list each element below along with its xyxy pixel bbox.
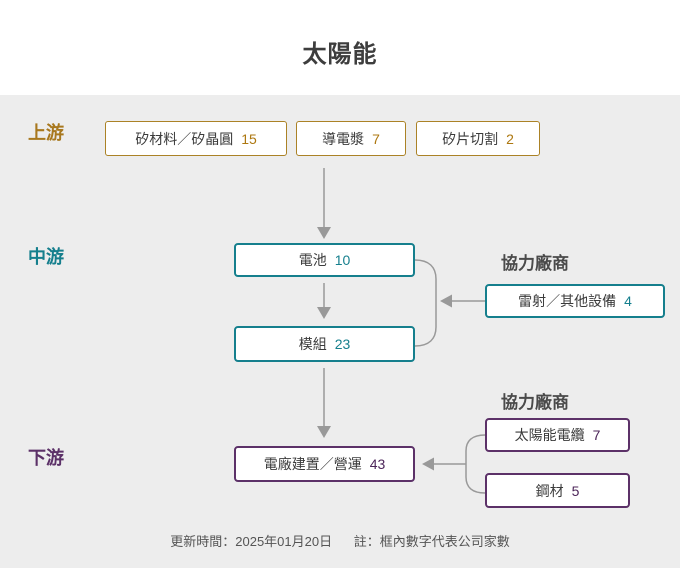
- node-solar-cable[interactable]: 太陽能電纜 7: [485, 418, 630, 452]
- node-label: 導電漿: [322, 130, 365, 147]
- company-count: 23: [334, 336, 351, 352]
- company-count: 5: [571, 482, 580, 499]
- section-label-midstream: 中游: [28, 247, 64, 267]
- node-wafer-slicing[interactable]: 矽片切割 2: [416, 121, 540, 156]
- node-label: 太陽能電纜: [514, 427, 585, 443]
- node-module[interactable]: 模組 23: [234, 326, 415, 362]
- node-silicon-material-wafer[interactable]: 矽材料／矽晶圓 15: [105, 121, 287, 156]
- node-solar-cell[interactable]: 電池 10: [234, 243, 415, 277]
- node-label: 雷射／其他設備: [518, 293, 617, 309]
- company-count: 7: [592, 427, 601, 443]
- section-label-downstream: 下游: [28, 448, 64, 468]
- section-label-upstream: 上游: [28, 123, 64, 143]
- node-label: 電廠建置／營運: [263, 456, 362, 472]
- company-count: 4: [624, 293, 632, 309]
- node-label: 鋼材: [535, 482, 564, 499]
- company-count: 2: [506, 130, 514, 147]
- note-text: 註：框內數字代表公司家數: [353, 534, 510, 549]
- company-count: 7: [372, 130, 380, 147]
- partners-label-downstream: 協力廠商: [501, 393, 569, 412]
- company-count: 10: [334, 252, 351, 268]
- node-steel[interactable]: 鋼材 5: [485, 473, 630, 508]
- node-label: 矽材料／矽晶圓: [135, 130, 234, 147]
- company-count: 15: [241, 130, 257, 147]
- page-title: 太陽能: [302, 41, 378, 68]
- footer-note: 更新時間：2025年01月20日 註：框內數字代表公司家數: [0, 531, 680, 550]
- node-conductive-paste[interactable]: 導電漿 7: [296, 121, 406, 156]
- partners-label-midstream: 協力廠商: [501, 254, 569, 273]
- node-power-plant-construction-operation[interactable]: 電廠建置／營運 43: [234, 446, 415, 482]
- node-label: 矽片切割: [442, 130, 499, 147]
- update-time: 更新時間：2025年01月20日: [170, 534, 333, 549]
- company-count: 43: [369, 456, 386, 472]
- node-label: 電池: [298, 252, 327, 268]
- node-label: 模組: [298, 336, 327, 352]
- node-laser-other-equipment[interactable]: 雷射／其他設備 4: [485, 284, 665, 318]
